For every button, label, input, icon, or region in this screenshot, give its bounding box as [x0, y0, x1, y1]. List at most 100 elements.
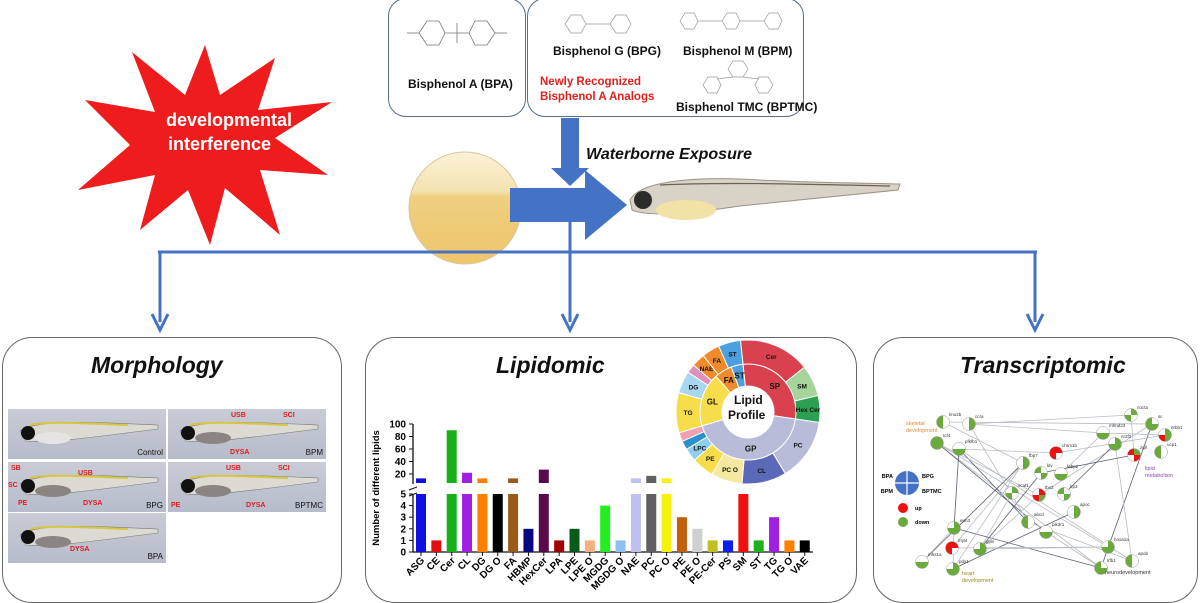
defect-marker: DYSA	[70, 546, 89, 553]
donut-label: FA	[724, 376, 734, 385]
x-tick-label: NAE	[619, 555, 642, 578]
gene-node-erbb1: erbb1	[1159, 425, 1184, 442]
group-label: BPTMC	[295, 501, 323, 510]
gene-label: erbb1	[1171, 425, 1183, 430]
gene-node-chrm1b: chrm1b	[1050, 443, 1078, 460]
exposure-flow-arrows	[0, 0, 1200, 340]
network-edge	[954, 449, 959, 528]
up-legend-swatch	[898, 503, 908, 513]
group-label: BPM	[306, 448, 323, 457]
gene-label: ccra	[975, 414, 984, 419]
gene-label: abcd	[1034, 512, 1044, 517]
gene-label: gpls	[986, 539, 995, 544]
gene-label: chrm1b	[1062, 443, 1078, 448]
module-label: neurodevelopment	[1105, 570, 1151, 576]
gene-label: tbs2	[1045, 485, 1054, 490]
network-edge	[922, 463, 1023, 562]
bar-upper-segment	[416, 478, 426, 483]
larva-photo-bpg: BPGSBSCUSBPEDYSA	[8, 462, 166, 512]
bar-lower-segment	[754, 540, 764, 552]
gene-label: nr2f2	[1121, 434, 1132, 439]
bar-upper-segment	[631, 478, 641, 483]
donut-label: TG	[683, 410, 692, 417]
y-tick-label: 100	[389, 420, 406, 431]
defect-marker: DYSA	[246, 502, 265, 509]
gene-label: fabp2	[1067, 464, 1079, 469]
gene-node-tcf4: tcf4	[931, 433, 951, 450]
x-tick-label: SM	[731, 555, 749, 573]
defect-marker: DYSA	[230, 449, 249, 456]
bar-upper-segment	[662, 478, 672, 483]
defect-marker: USB	[231, 412, 246, 419]
network-edge	[1103, 433, 1165, 435]
y-tick-label: 3	[400, 513, 406, 524]
defect-marker: PE	[18, 500, 27, 507]
x-tick-label: ST	[748, 555, 765, 572]
bar-cer: Cer	[438, 430, 458, 575]
bar-cl: CL	[456, 473, 473, 573]
gene-label: scaf1	[1018, 483, 1029, 488]
bar-lower-segment	[539, 494, 549, 552]
y-tick-label: 2	[400, 524, 406, 535]
morphology-title: Morphology	[91, 352, 223, 379]
donut-label: FA	[713, 358, 722, 365]
donut-label: GP	[745, 444, 757, 453]
gene-label: pik3r1	[1052, 522, 1065, 527]
gene-label: apob	[1138, 551, 1149, 556]
gene-label: mhs1a	[928, 552, 942, 557]
bar-lower-segment	[508, 494, 518, 552]
bar-dg: DG	[470, 478, 489, 573]
larva-photo-bptmc: BPTMCUSBSCIPEDYSA	[168, 462, 326, 512]
bar-lower-segment	[677, 517, 687, 552]
bar-fa: FA	[502, 478, 519, 572]
legend-group-label: BPM	[881, 489, 894, 495]
bar-lower-segment	[600, 506, 610, 552]
bar-lower-segment	[631, 494, 641, 552]
bar-upper-segment	[646, 476, 656, 483]
defect-marker: DYSA	[83, 500, 102, 507]
bar-lower-segment	[554, 540, 564, 552]
gene-label: epn3	[960, 518, 971, 523]
bar-lower-segment	[692, 529, 702, 552]
x-tick-label: CL	[456, 555, 473, 572]
donut-label: Hex Cer	[796, 407, 821, 414]
gene-label: pdx1	[959, 559, 969, 564]
embryo-egg	[409, 152, 521, 264]
donut-label: ST	[734, 371, 744, 380]
gene-label: lmo2b	[949, 412, 962, 417]
bar-lower-segment	[738, 494, 748, 552]
y-tick-label: 1	[400, 536, 406, 547]
gene-label: zgll	[1140, 445, 1147, 450]
bar-lower-segment	[431, 540, 441, 552]
bar-lower-segment	[769, 517, 779, 552]
x-tick-label: VAE	[789, 555, 811, 577]
bar-lower-segment	[784, 540, 794, 552]
group-label: Control	[137, 448, 163, 457]
donut-label: SM	[797, 383, 807, 390]
defect-marker: SC	[8, 482, 18, 489]
y-tick-label: 4	[400, 501, 406, 512]
gene-label: ar	[1158, 414, 1163, 419]
network-edge	[959, 449, 1056, 453]
bar-upper-segment	[477, 478, 487, 483]
bar-lower-segment	[723, 540, 733, 552]
module-label: lipidmetabolism	[1145, 466, 1174, 479]
x-tick-label: PS	[717, 555, 734, 572]
transcriptomic-title: Transcriptomic	[960, 352, 1126, 379]
legend-group-label: BPTMC	[922, 489, 942, 495]
network-edge	[953, 463, 1023, 569]
network-edge	[969, 424, 1103, 433]
bar-sm: SM	[731, 478, 749, 574]
gene-node-tbs2: tbs2	[1033, 485, 1055, 502]
waterborne-exposure-label: Waterborne Exposure	[586, 146, 752, 164]
network-edge	[1115, 444, 1132, 561]
bar-lower-segment	[462, 494, 472, 552]
donut-label: PE	[706, 456, 715, 463]
bar-lower-segment	[477, 494, 487, 552]
larva-photo-control: Control	[8, 409, 166, 459]
donut-label: DG	[689, 385, 699, 392]
donut-label: NAE	[700, 366, 714, 373]
bar-upper-segment	[462, 473, 472, 483]
gene-label: lrfb1	[1107, 558, 1116, 563]
down-legend-swatch	[898, 517, 908, 527]
